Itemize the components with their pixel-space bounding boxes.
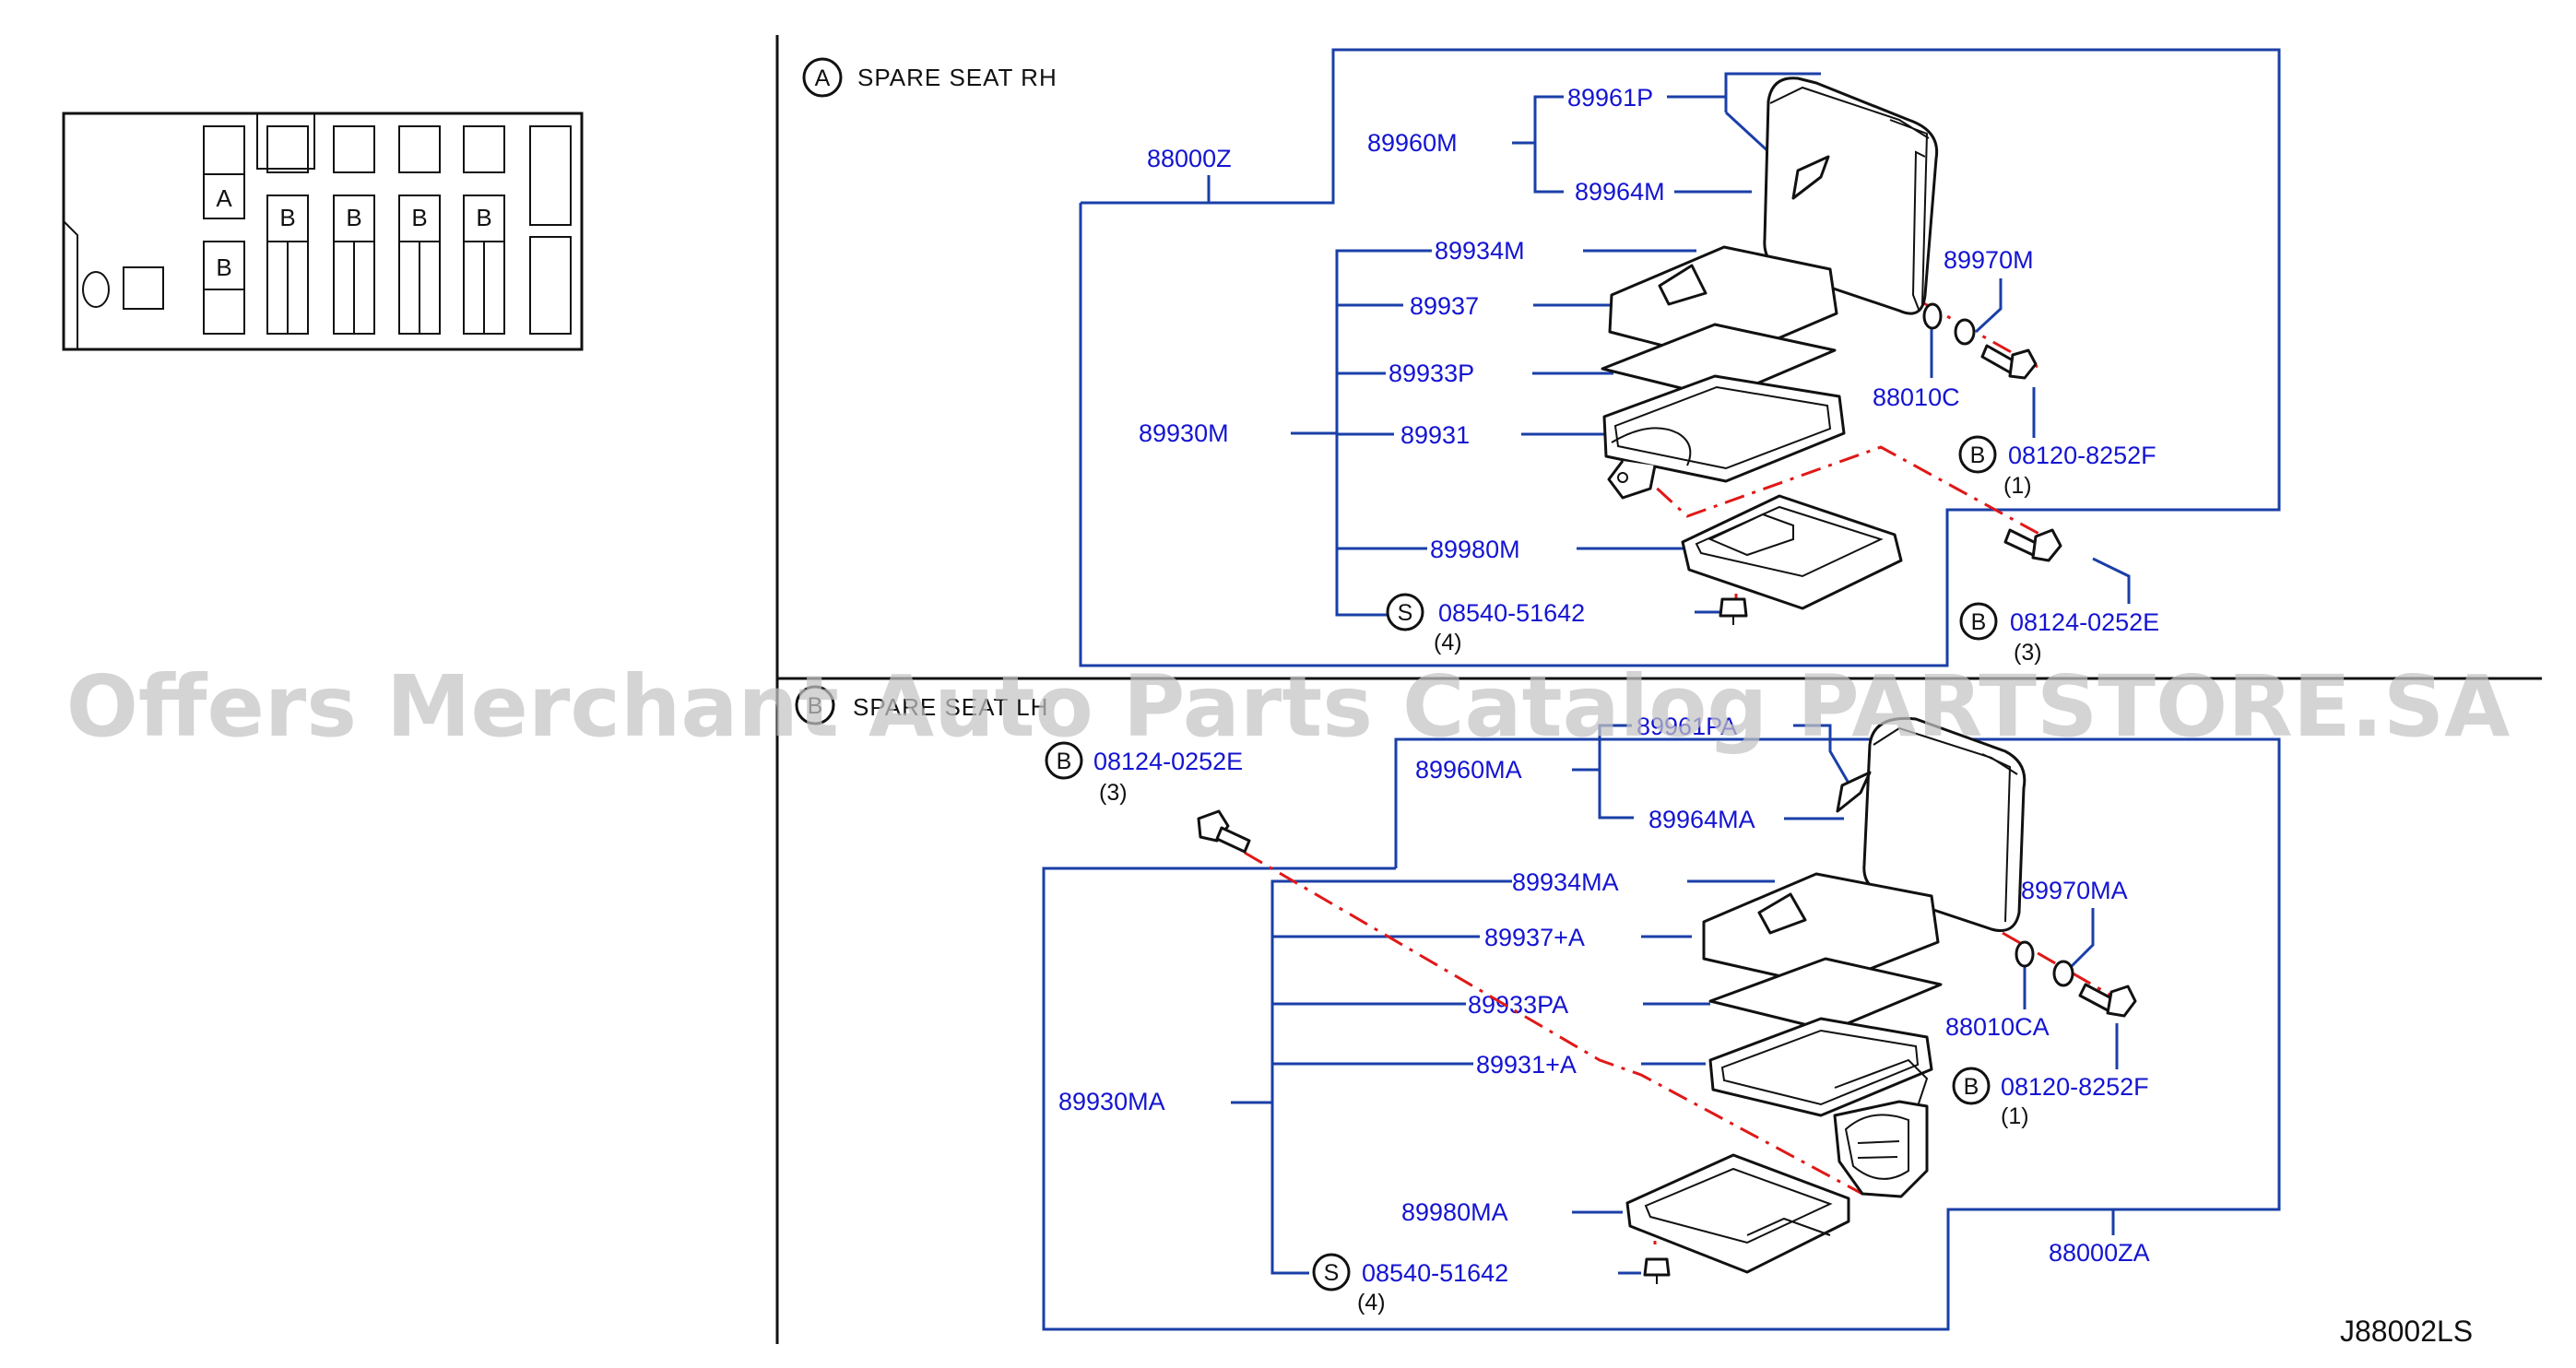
bolt-hinge-a-marker: B — [1970, 442, 1986, 468]
part-89930ma: 89930MA — [1058, 1088, 1165, 1115]
part-89970ma: 89970MA — [2021, 877, 2128, 904]
svg-text:B: B — [476, 204, 491, 231]
part-89970m: 89970M — [1944, 246, 2034, 274]
part-89980m: 89980M — [1430, 536, 1520, 563]
part-89937: 89937 — [1410, 292, 1479, 320]
part-08540-51642-a: 08540-51642 — [1438, 599, 1585, 627]
bolt-hinge-a-qty: (1) — [2003, 473, 2032, 499]
key-b-seats: B B B B — [266, 125, 505, 335]
part-08120-8252f-a: 08120-8252F — [2008, 442, 2157, 469]
screw-b-marker: S — [1324, 1260, 1340, 1286]
bolt-hinge-b-qty: (1) — [2001, 1103, 2029, 1129]
screw-a-marker: S — [1398, 600, 1413, 626]
part-89961p: 89961P — [1567, 84, 1653, 112]
part-89964ma: 89964MA — [1648, 806, 1755, 833]
section-b-spare-seat-lh: B SPARE SEAT LH 88000ZA B 08124-0252E (3… — [795, 685, 2281, 1331]
bolt-base-b-marker: B — [1057, 749, 1072, 774]
part-08540-51642-b: 08540-51642 — [1362, 1259, 1508, 1287]
bolt-base-a-qty: (3) — [2014, 640, 2042, 666]
part-89980ma: 89980MA — [1401, 1198, 1508, 1226]
section-b-marker: B — [808, 693, 823, 719]
part-89934m: 89934M — [1435, 237, 1525, 265]
key-label-a: A — [216, 184, 232, 212]
part-89933p: 89933P — [1388, 360, 1474, 387]
bolt-base-a-marker: B — [1971, 609, 1987, 635]
section-a-marker: A — [815, 65, 831, 91]
part-89930m: 89930M — [1139, 419, 1229, 447]
seat-b-drawing — [1197, 716, 2137, 1284]
diagram-code: J88002LS — [2340, 1315, 2473, 1348]
part-08120-8252f-b: 08120-8252F — [2001, 1073, 2149, 1101]
section-a-spare-seat-rh: A SPARE SEAT RH 88000Z 89960M 89961P 899… — [802, 48, 2281, 667]
section-b-title: SPARE SEAT LH — [853, 693, 1048, 721]
part-88010c: 88010C — [1873, 383, 1960, 411]
bolt-hinge-b-marker: B — [1964, 1074, 1979, 1100]
part-89934ma: 89934MA — [1512, 868, 1619, 896]
part-89931: 89931 — [1400, 421, 1470, 449]
part-88000z: 88000Z — [1147, 145, 1232, 172]
watermark: Offers Merchant Auto Parts Catalog PARTS… — [66, 657, 2511, 756]
svg-text:B: B — [411, 204, 427, 231]
section-a-title: SPARE SEAT RH — [857, 64, 1058, 91]
part-89961pa: 89961PA — [1637, 713, 1737, 740]
seat-a-drawing — [1601, 77, 2062, 625]
svg-text:B: B — [346, 204, 361, 231]
part-89931-a: 89931+A — [1476, 1051, 1577, 1079]
svg-text:B: B — [279, 204, 295, 231]
part-89960m: 89960M — [1367, 129, 1458, 157]
key-label-b-front: B — [216, 254, 231, 281]
part-89937-a: 89937+A — [1484, 924, 1585, 951]
screw-a-qty: (4) — [1434, 630, 1462, 655]
part-08124-0252e-b: 08124-0252E — [1093, 748, 1243, 775]
bolt-base-b-qty: (3) — [1099, 780, 1128, 806]
part-08124-0252e-a: 08124-0252E — [2010, 608, 2159, 636]
vehicle-seat-key: A B B B B B — [62, 112, 584, 351]
part-89960ma: 89960MA — [1415, 756, 1522, 784]
part-88000za: 88000ZA — [2049, 1239, 2150, 1267]
part-88010ca: 88010CA — [1945, 1013, 2050, 1041]
part-89964m: 89964M — [1575, 178, 1665, 206]
part-89933pa: 89933PA — [1468, 991, 1568, 1019]
screw-b-qty: (4) — [1357, 1290, 1386, 1315]
